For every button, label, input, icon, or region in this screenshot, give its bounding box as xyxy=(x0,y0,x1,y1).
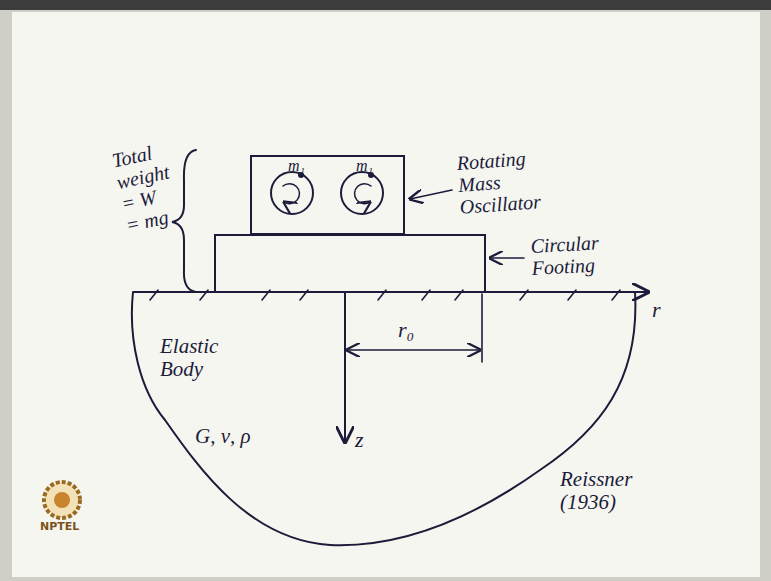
dimension-label: r₀ xyxy=(398,318,438,342)
footing-block xyxy=(215,235,485,292)
callout-label: Rotating Mass Oscillator xyxy=(456,145,565,218)
axis-label: z xyxy=(355,428,375,452)
mass-label: m₁ xyxy=(288,157,318,175)
rotation-arrow xyxy=(355,184,371,204)
watermark: NPTEL xyxy=(40,521,90,533)
logo xyxy=(44,482,80,518)
leader-arrow xyxy=(410,190,452,199)
weight-note: Total weight = W = mg xyxy=(110,141,171,236)
body-outline-path xyxy=(132,292,636,545)
dimension-tick xyxy=(481,294,483,362)
z-axis xyxy=(344,292,346,442)
ground-axis xyxy=(133,291,648,293)
axis-label: r xyxy=(652,298,672,322)
weight-brace xyxy=(172,150,196,292)
dimension-line xyxy=(347,349,480,351)
reference-note: Reissner (1936) xyxy=(560,468,650,514)
callout-label: Circular Footing xyxy=(530,231,614,279)
mass-label: m₁ xyxy=(356,157,386,175)
ground-hatch xyxy=(150,290,620,300)
material-constants: G, ν, ρ xyxy=(195,425,285,448)
rotating-mass xyxy=(271,172,313,214)
region-label: Elastic Body xyxy=(160,335,250,381)
rotation-arrow xyxy=(283,184,299,204)
top-bar xyxy=(0,0,771,10)
paper-sheet xyxy=(12,12,760,577)
rotating-mass xyxy=(341,172,383,214)
leader-arrow xyxy=(490,257,524,259)
oscillator-box: m₁ m₁ xyxy=(250,155,405,235)
